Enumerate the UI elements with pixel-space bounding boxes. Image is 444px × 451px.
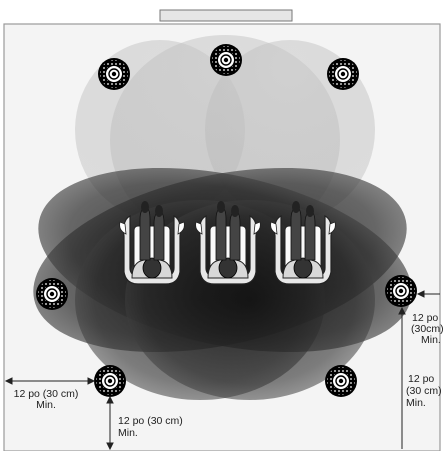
right-rear-label-1: 12 po bbox=[408, 373, 434, 385]
left-clearance-min: Min. bbox=[36, 399, 56, 411]
dimension-left bbox=[4, 377, 96, 385]
speaker-side-left bbox=[35, 277, 69, 311]
left-clearance-label: 12 po (30 cm) bbox=[14, 388, 79, 400]
speaker-front-left bbox=[97, 57, 131, 91]
dimension-right-rear bbox=[398, 306, 406, 449]
speaker-rear-left bbox=[93, 364, 127, 398]
bottom-clearance-min: Min. bbox=[118, 427, 138, 439]
right-side-label-3: Min. bbox=[421, 334, 441, 346]
speaker-side-right bbox=[384, 274, 418, 308]
bottom-clearance-label: 12 po (30 cm) bbox=[118, 415, 183, 427]
speaker-center bbox=[209, 43, 243, 77]
speaker-front-right bbox=[326, 57, 360, 91]
speaker-rear-right bbox=[324, 364, 358, 398]
right-rear-label-2: (30 cm) bbox=[406, 385, 442, 397]
dimension-right-side bbox=[416, 290, 440, 298]
dimension-bottom bbox=[106, 395, 114, 451]
right-rear-label-3: Min. bbox=[406, 397, 426, 409]
tv-screen bbox=[159, 9, 293, 22]
right-side-label-1: 12 po bbox=[412, 312, 438, 324]
right-side-label-2: (30cm) bbox=[411, 323, 444, 335]
